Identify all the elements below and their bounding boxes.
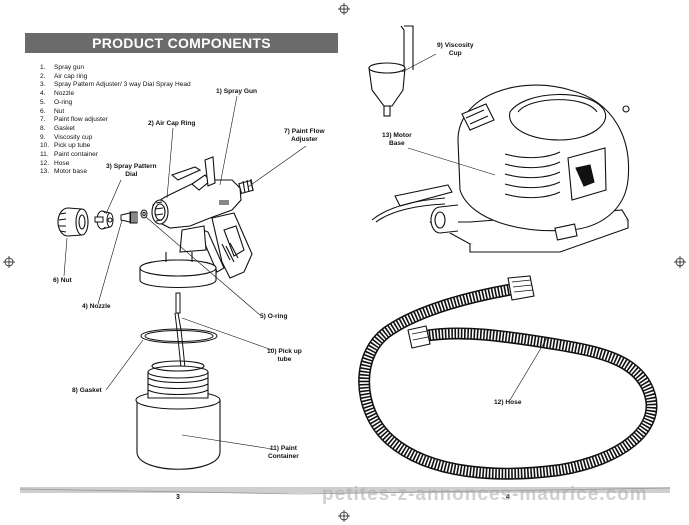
callout-line: 13) Motor [382, 132, 412, 139]
list-item: 7.Paint flow adjuster [40, 116, 108, 124]
registration-marks [3, 3, 686, 522]
nut-part [57, 207, 89, 237]
callout-line: Adjuster [290, 136, 318, 143]
callout-line: 7) Paint Flow [284, 128, 325, 135]
callout-line: Dial [125, 171, 138, 178]
o-ring-part [140, 209, 148, 219]
list-item: 13.Motor base [40, 168, 87, 176]
list-item: 3.Spray Pattern Adjuster/ 3 way Dial Spr… [40, 81, 191, 89]
list-item: 10.Pick up tube [40, 142, 91, 150]
callout-line: Base [388, 140, 405, 147]
callout-line: Container [268, 453, 299, 460]
callout-nozzle: 4) Nozzle [82, 303, 111, 310]
page-number-left: 3 [176, 494, 180, 501]
callout-line: 9) Viscosity [437, 42, 474, 49]
bottom-band [19, 487, 671, 495]
callout-nut: 6) Nut [53, 277, 72, 284]
callout-motor-base: 13) Motor Base [382, 132, 412, 148]
list-item: 6.Nut [40, 107, 65, 115]
callout-spray-gun: 1) Spray Gun [216, 88, 258, 95]
list-item: 5.O-ring [40, 98, 73, 106]
callout-air-cap-ring: 2) Air Cap Ring [148, 120, 196, 127]
motor-base-part [371, 84, 630, 253]
callout-line: 3) Spray Pattern [106, 163, 157, 170]
callout-pickup-tube: 10) Pick up tube [267, 348, 302, 364]
callout-hose: 12) Hose [494, 399, 522, 406]
hose-part [358, 275, 658, 480]
callout-line: tube [277, 356, 292, 363]
callout-gasket: 8) Gasket [72, 387, 102, 394]
list-item: 11.Paint container [40, 151, 98, 159]
callout-line: 11) Paint [269, 445, 297, 452]
spray-gun-part [139, 156, 254, 289]
list-item: 1.Spray gun [40, 64, 85, 71]
page-number-right: 4 [506, 494, 510, 501]
callout-spray-pattern-dial: 3) Spray Pattern Dial [106, 163, 157, 179]
list-item: 8.Gasket [40, 124, 75, 132]
callout-line: Cup [448, 50, 462, 57]
callout-o-ring: 5) O-ring [260, 313, 288, 320]
page-title: PRODUCT COMPONENTS [25, 33, 338, 53]
nozzle-part [120, 211, 138, 224]
callout-paint-container: 11) Paint Container [268, 445, 299, 461]
callout-paint-flow-adjuster: 7) Paint Flow Adjuster [284, 128, 325, 144]
watermark-text: petites-z-annonces-maurice.com [322, 484, 648, 505]
spray-pattern-dial-part [94, 210, 114, 230]
gasket-part [140, 328, 218, 344]
callout-line: 10) Pick up [267, 348, 302, 355]
viscosity-cup-part [368, 25, 414, 117]
parts-list: 1.Spray gun 2.Air cap ring 3.Spray Patte… [40, 64, 191, 177]
paint-container-part [135, 360, 221, 470]
list-item: 4.Nozzle [40, 90, 75, 98]
leader-lines [63, 53, 548, 450]
list-item: 12.Hose [40, 159, 70, 167]
callout-viscosity-cup: 9) Viscosity Cup [437, 42, 474, 58]
list-item: 9.Viscosity cup [40, 133, 93, 141]
list-item: 2.Air cap ring [40, 72, 88, 80]
